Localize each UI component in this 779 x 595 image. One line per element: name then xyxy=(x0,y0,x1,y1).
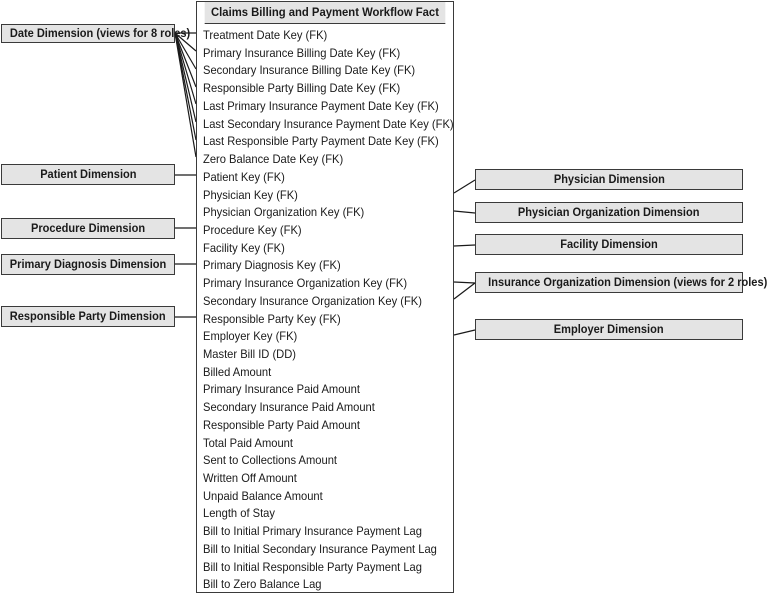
employer-dimension-label: Employer Dimension xyxy=(554,322,664,336)
fact-column-row: Facility Key (FK) xyxy=(203,240,285,255)
fact-column-row: Billed Amount xyxy=(203,364,272,379)
patient-dimension-box: Patient Dimension xyxy=(1,164,175,185)
fact-column-row: Written Off Amount xyxy=(203,471,297,485)
date-role-line xyxy=(174,32,197,88)
fact-column-row: Zero Balance Date Key (FK) xyxy=(203,152,344,166)
physician-line xyxy=(453,179,476,194)
fact-column-row: Secondary Insurance Paid Amount xyxy=(203,400,375,415)
fact-column-row: Secondary Insurance Billing Date Key (FK… xyxy=(203,63,416,78)
fact-column-row: Patient Key (FK) xyxy=(203,169,285,184)
fact-column-row: Last Secondary Insurance Payment Date Ke… xyxy=(203,116,454,131)
fact-column-row: Bill to Zero Balance Lag xyxy=(203,577,322,592)
facility-line xyxy=(453,244,476,247)
procedure-dimension-label: Procedure Dimension xyxy=(30,221,146,235)
physician-organization-dimension-box: Physician Organization Dimension xyxy=(475,202,743,223)
insurance-primary-line xyxy=(453,281,476,284)
fact-column-row: Master Bill ID (DD) xyxy=(203,347,297,361)
fact-column-row: Employer Key (FK) xyxy=(203,329,298,344)
date-dimension-box: Date Dimension (views for 8 roles) xyxy=(1,24,190,43)
fact-column-row: Responsible Party Paid Amount xyxy=(203,417,360,432)
date-role-line xyxy=(174,32,197,105)
date-role-line xyxy=(174,32,197,70)
physician-organization-dimension-label: Physician Organization Dimension xyxy=(518,205,700,219)
fact-column-row: Treatment Date Key (FK) xyxy=(203,28,328,42)
date-role-line xyxy=(174,32,197,158)
fact-column-row: Responsible Party Key (FK) xyxy=(203,311,341,326)
procedure-dimension-box: Procedure Dimension xyxy=(1,218,175,239)
fact-column-row: Primary Insurance Paid Amount xyxy=(203,382,360,397)
fact-table: Claims Billing and Payment Workflow Fact… xyxy=(196,1,454,593)
fact-column-row: Bill to Initial Secondary Insurance Paym… xyxy=(203,541,437,556)
responsible-party-dimension-label: Responsible Party Dimension xyxy=(10,309,166,323)
fact-column-row: Length of Stay xyxy=(203,506,275,521)
fact-column-row: Physician Organization Key (FK) xyxy=(203,205,365,220)
fact-column-row: Responsible Party Billing Date Key (FK) xyxy=(203,81,401,96)
employer-dimension-box: Employer Dimension xyxy=(475,319,743,340)
facility-dimension-box: Facility Dimension xyxy=(475,234,743,255)
physician-organization-line xyxy=(453,210,476,214)
responsible-party-dimension-box: Responsible Party Dimension xyxy=(1,306,175,327)
fact-column-row: Sent to Collections Amount xyxy=(203,453,338,468)
fact-column-row: Secondary Insurance Organization Key (FK… xyxy=(203,293,422,308)
fact-table-title: Claims Billing and Payment Workflow Fact xyxy=(204,2,446,24)
fact-column-row: Physician Key (FK) xyxy=(203,187,298,202)
patient-dimension-label: Patient Dimension xyxy=(39,167,137,181)
physician-dimension-box: Physician Dimension xyxy=(475,169,743,190)
fact-column-row: Total Paid Amount xyxy=(203,435,293,450)
fact-column-row: Bill to Initial Responsible Party Paymen… xyxy=(203,559,422,574)
date-role-line xyxy=(174,32,197,52)
insurance-organization-dimension-box: Insurance Organization Dimension (views … xyxy=(475,272,767,293)
primary-diagnosis-dimension-label: Primary Diagnosis Dimension xyxy=(9,257,167,271)
insurance-organization-dimension-label: Insurance Organization Dimension (views … xyxy=(488,275,768,289)
date-dimension-label: Date Dimension (views for 8 roles) xyxy=(9,26,191,40)
fact-column-row: Last Responsible Party Payment Date Key … xyxy=(203,134,439,149)
fact-column-row: Primary Insurance Billing Date Key (FK) xyxy=(203,45,401,60)
fact-column-row: Primary Diagnosis Key (FK) xyxy=(203,258,341,273)
facility-dimension-label: Facility Dimension xyxy=(560,237,658,251)
fact-column-row: Bill to Initial Primary Insurance Paymen… xyxy=(203,524,422,539)
fact-column-row: Unpaid Balance Amount xyxy=(203,488,323,503)
primary-diagnosis-dimension-box: Primary Diagnosis Dimension xyxy=(1,254,175,275)
fact-column-row: Procedure Key (FK) xyxy=(203,222,302,237)
employer-line xyxy=(453,329,476,336)
physician-dimension-label: Physician Dimension xyxy=(553,172,665,186)
fact-column-row: Primary Insurance Organization Key (FK) xyxy=(203,276,408,291)
connector-lines xyxy=(174,32,476,336)
insurance-secondary-line xyxy=(453,282,476,300)
fact-column-row: Last Primary Insurance Payment Date Key … xyxy=(203,98,439,113)
